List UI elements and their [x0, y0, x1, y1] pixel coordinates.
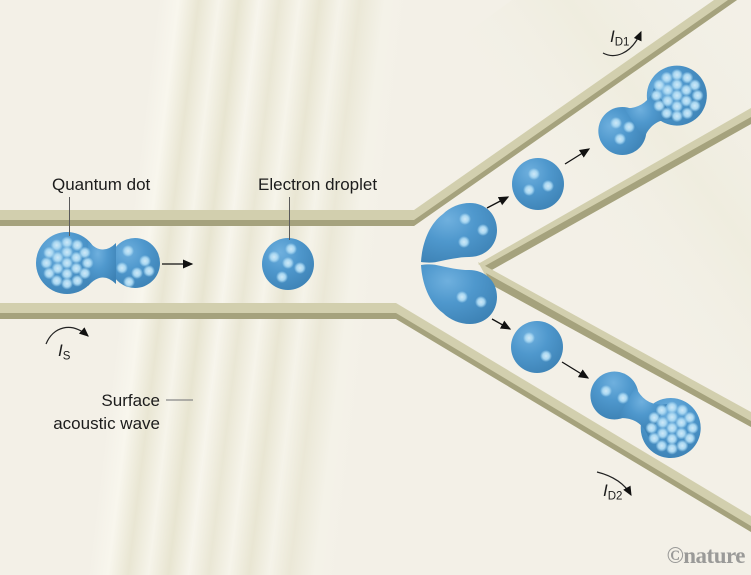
- channel-walls: [0, 0, 751, 532]
- surface-acoustic-wave-stripes: [79, 0, 751, 575]
- label-electron-droplet: Electron droplet: [258, 175, 377, 240]
- electron-droplet: [262, 238, 314, 290]
- quantum-dot: [36, 232, 160, 294]
- arrow-branch2-b: [561, 361, 590, 379]
- current-drain2-arrow: [596, 471, 632, 497]
- nature-watermark: ©nature: [667, 543, 746, 568]
- quantum-dot-small-lobe-electrons: [116, 245, 155, 288]
- current-drain2-label: ID2: [603, 481, 622, 503]
- current-drain1-label: ID1: [610, 27, 629, 49]
- svg-text:Electron droplet: Electron droplet: [258, 175, 377, 194]
- svg-text:Surface: Surface: [101, 391, 160, 410]
- current-drain1: ID1: [602, 27, 642, 57]
- current-source-label: IS: [58, 341, 71, 363]
- current-drain1-arrow: [602, 30, 642, 57]
- motion-arrows: [162, 148, 591, 379]
- wall-splitter-wedge-upper: [478, 108, 751, 271]
- current-source-arrow: [45, 326, 89, 345]
- drain2-dumbbell: [590, 371, 701, 458]
- svg-text:Quantum dot: Quantum dot: [52, 175, 151, 194]
- current-drain2: ID2: [596, 471, 632, 503]
- wall-splitter-wedge-lower: [478, 262, 751, 427]
- drain1-dumbbell: [598, 65, 707, 155]
- splitting-droplet: [421, 203, 497, 324]
- branch2-droplet: [511, 321, 563, 373]
- current-source: IS: [45, 326, 89, 363]
- arrow-branch1-a: [486, 196, 510, 209]
- branch1-droplet: [512, 158, 564, 210]
- arrow-branch2-a: [491, 318, 512, 330]
- arrow-branch1-b: [564, 148, 591, 165]
- label-quantum-dot: Quantum dot: [52, 175, 151, 236]
- svg-text:acoustic wave: acoustic wave: [53, 414, 160, 433]
- label-surface-acoustic-wave: Surface acoustic wave: [53, 391, 193, 433]
